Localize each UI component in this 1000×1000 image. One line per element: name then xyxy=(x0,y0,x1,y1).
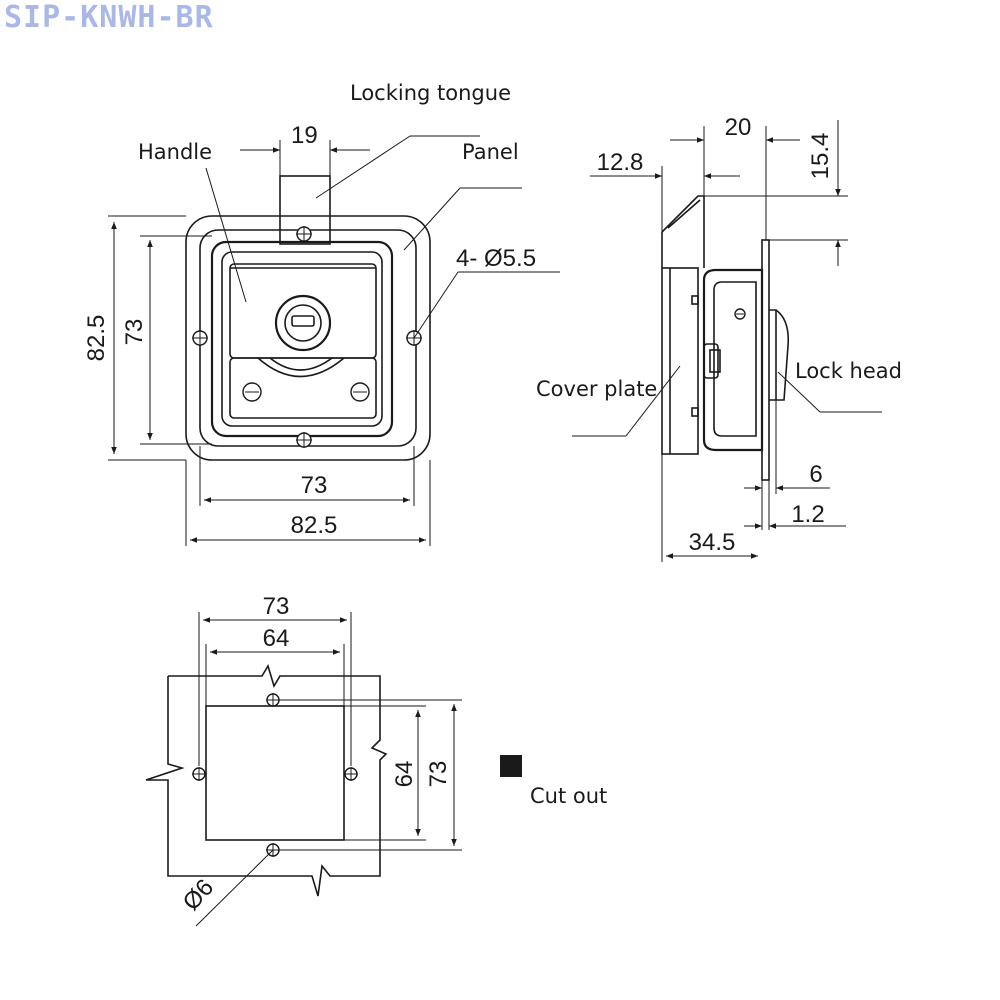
front-view: Locking tongue Handle Panel 4- Ø5.5 19 8… xyxy=(83,81,560,546)
label-handle: Handle xyxy=(138,140,212,164)
watermark-text: SIP-KNWH-BR xyxy=(4,0,214,35)
dim-outer-width: 82.5 xyxy=(291,512,338,539)
lock-body xyxy=(702,268,764,452)
dim-height: 15.4 xyxy=(807,133,834,180)
label-panel: Panel xyxy=(462,140,519,164)
outer-panel xyxy=(185,215,431,461)
dim-top-width: 20 xyxy=(725,114,752,141)
locking-tongue xyxy=(279,175,331,245)
dim-cutout-inner-height: 64 xyxy=(391,761,418,788)
dim-depth: 34.5 xyxy=(689,529,736,556)
dim-one-two: 1.2 xyxy=(791,501,824,528)
lock-head xyxy=(769,309,790,401)
label-holes: 4- Ø5.5 xyxy=(456,245,536,272)
dim-outer-height: 82.5 xyxy=(83,315,110,362)
cutout-square xyxy=(205,705,345,841)
dim-inner-height: 73 xyxy=(121,319,148,346)
handle-plate xyxy=(229,263,377,359)
lock-cylinder xyxy=(274,294,332,352)
handle-tray xyxy=(210,240,394,438)
cover-plate xyxy=(661,267,699,455)
dim-inner-width: 73 xyxy=(301,472,328,499)
label-cover-plate: Cover plate xyxy=(536,377,657,401)
dim-cutout-inner-width: 64 xyxy=(263,625,290,652)
label-lock-head: Lock head xyxy=(795,359,902,383)
dim-six: 6 xyxy=(809,461,822,488)
cutout-legend-swatch xyxy=(500,755,522,777)
dim-tongue-width: 19 xyxy=(291,122,318,149)
dim-cutout-outer-height: 73 xyxy=(425,761,452,788)
dim-offset: 12.8 xyxy=(597,149,644,176)
dim-cutout-outer-width: 73 xyxy=(263,593,290,620)
label-locking-tongue: Locking tongue xyxy=(350,81,511,105)
side-view: Cover plate Lock head 20 12.8 15.4 6 1.2… xyxy=(536,114,902,562)
cutout-holes xyxy=(192,693,358,857)
cutout-legend-label: Cut out xyxy=(530,784,607,808)
cutout-view: 73 64 64 73 Ø6 Cut out xyxy=(145,593,607,927)
mounting-holes xyxy=(192,226,422,448)
